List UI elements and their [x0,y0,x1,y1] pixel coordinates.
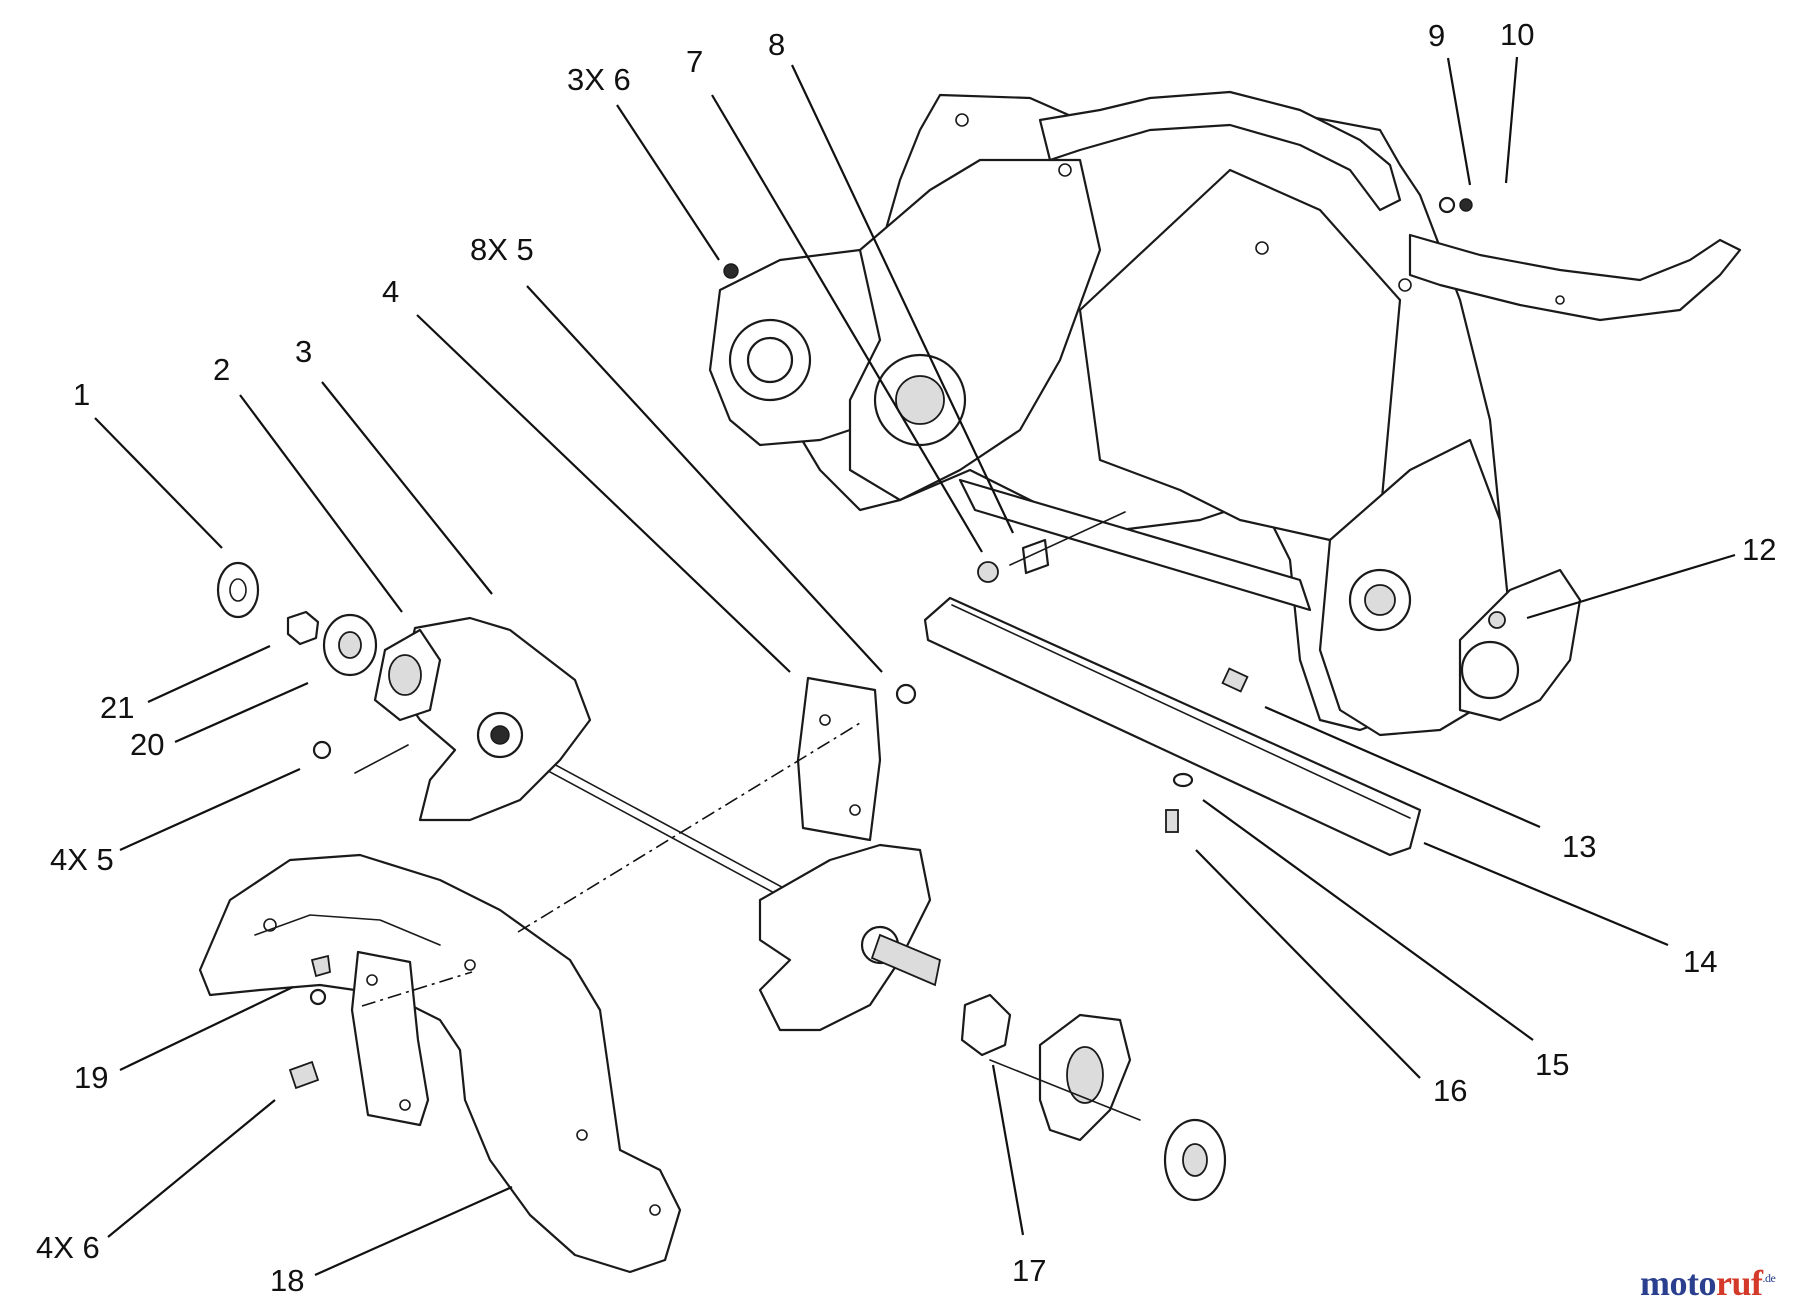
callout-7: 7 [686,44,703,79]
auger-housing [708,90,1742,737]
callout-15: 15 [1535,1047,1569,1082]
callout-17: 17 [1012,1253,1046,1288]
callout-1: 1 [73,377,90,412]
callout-2: 2 [213,352,230,387]
callout-labels: 1 2 3 4 8X 5 3X 6 7 8 9 10 12 13 14 15 1… [36,17,1776,1298]
callout-21: 21 [100,690,134,725]
left-bearing-stack [216,561,442,760]
callout-3: 3 [295,334,312,369]
callout-14: 14 [1683,944,1717,979]
callout-4: 4 [382,274,399,309]
assembly-centerlines [354,511,1141,1121]
watermark-tld: .de [1762,1271,1776,1285]
right-bearing-stack [960,993,1227,1202]
callout-12: 12 [1742,532,1776,567]
auger-spiral-flight [198,853,682,1274]
callout-10: 10 [1500,17,1534,52]
callout-19: 19 [74,1060,108,1095]
scraper-bar [923,596,1422,857]
callout-4x5: 4X 5 [50,842,114,877]
callout-13: 13 [1562,829,1596,864]
callout-3x6: 3X 6 [567,62,631,97]
callout-9: 9 [1428,18,1445,53]
callout-8x5: 8X 5 [470,232,534,267]
watermark-accent: ruf [1715,1263,1763,1303]
callout-4x6: 4X 6 [36,1230,100,1265]
hardware [309,196,1506,1006]
callout-18: 18 [270,1263,304,1298]
auger-assembly [398,616,942,1032]
watermark-logo: motoruf.de [1640,1262,1776,1304]
callout-leaders [94,56,1736,1277]
callout-16: 16 [1433,1073,1467,1108]
watermark-main: moto [1640,1263,1716,1303]
callout-8: 8 [768,27,785,62]
callout-20: 20 [130,727,164,762]
